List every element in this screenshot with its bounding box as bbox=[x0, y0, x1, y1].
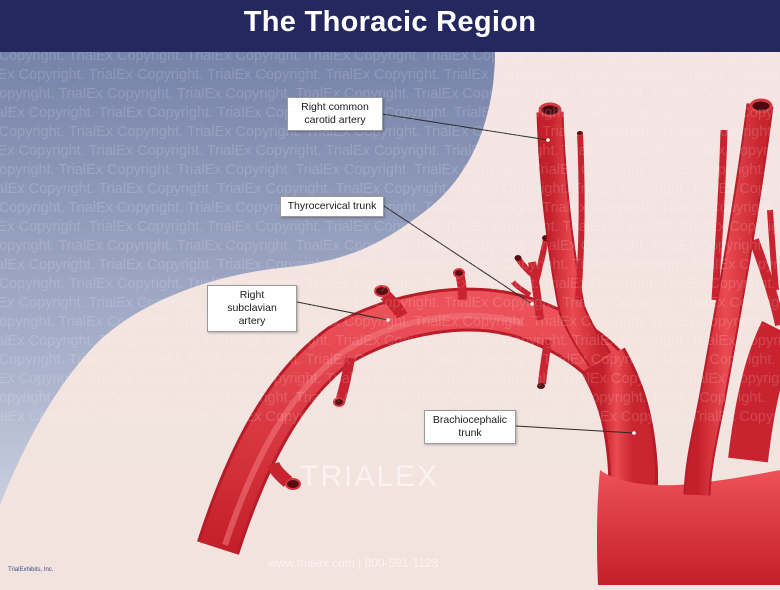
label-right-common-carotid-artery: Right common carotid artery bbox=[287, 97, 383, 131]
label-line: Thyrocervical trunk bbox=[287, 200, 377, 212]
label-line: Right common bbox=[301, 101, 369, 113]
brand-watermark: TRIALEX bbox=[300, 460, 440, 493]
label-line: Brachiocephalic bbox=[432, 414, 508, 426]
label-line: carotid artery bbox=[304, 114, 366, 126]
title-bar bbox=[0, 0, 780, 52]
label-line: Right subclavian bbox=[227, 289, 277, 314]
subclavian-branches bbox=[266, 268, 467, 490]
right-subclavian-artery bbox=[197, 287, 621, 555]
brachiocephalic-trunk bbox=[581, 347, 780, 585]
background-region bbox=[0, 52, 495, 505]
callout-leader-dots bbox=[386, 138, 636, 435]
label-line: artery bbox=[238, 315, 266, 327]
label-thyrocervical-trunk: Thyrocervical trunk bbox=[280, 196, 384, 217]
corner-logo: TrialExhibits, Inc. bbox=[8, 567, 54, 573]
contact-line: www.trialex.com | 800-591-1123 bbox=[268, 556, 439, 570]
label-right-subclavian-artery: Right subclavian artery bbox=[207, 285, 297, 332]
label-line: trunk bbox=[458, 427, 482, 439]
callout-leader-lines bbox=[296, 113, 635, 434]
left-carotid-vessels bbox=[683, 98, 780, 496]
right-common-carotid-artery bbox=[536, 102, 612, 368]
thyrocervical-trunk bbox=[511, 235, 552, 389]
label-brachiocephalic-trunk: Brachiocephalic trunk bbox=[424, 410, 516, 444]
page-title: The Thoracic Region bbox=[243, 6, 537, 38]
aortic-arch bbox=[596, 470, 780, 585]
